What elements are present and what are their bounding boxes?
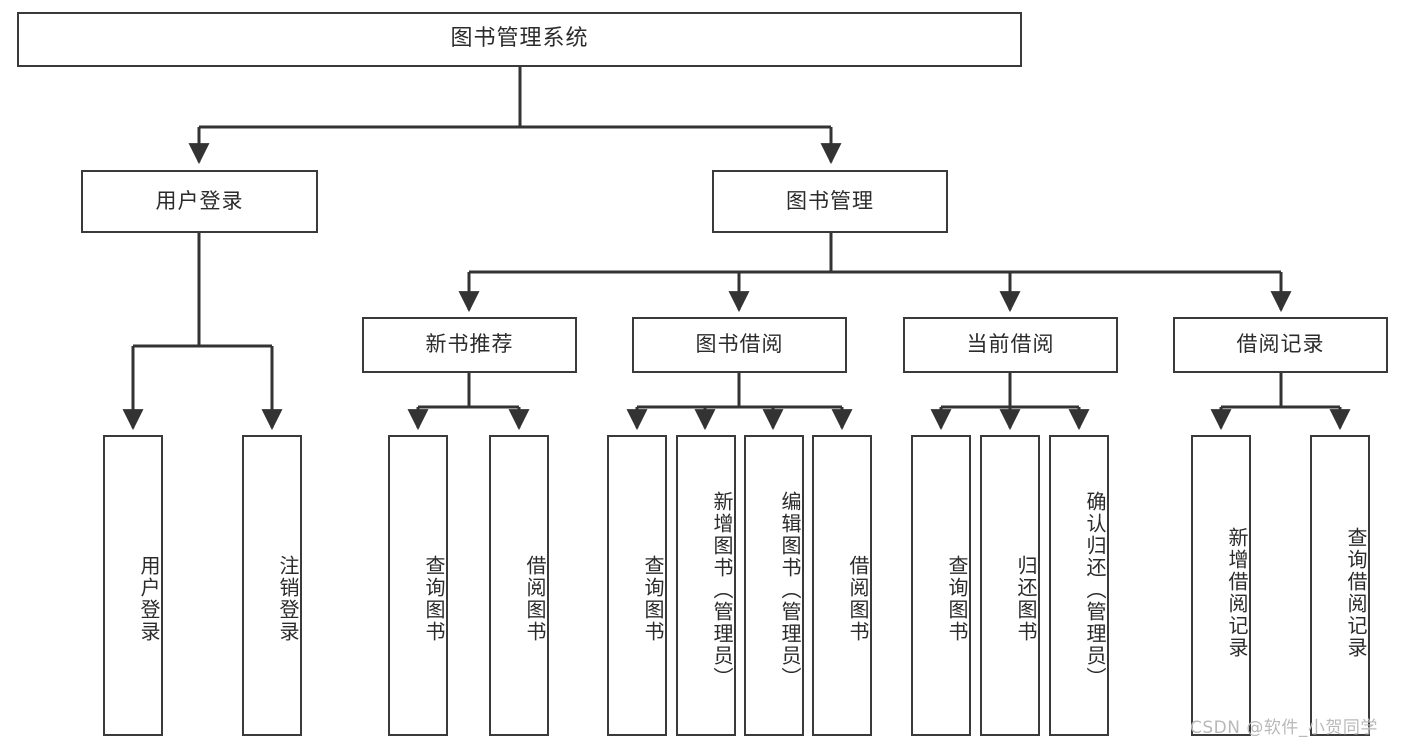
node-leaf-user-login[interactable]: 用户登录 [103, 435, 163, 736]
node-label: 借阅图书 [523, 554, 547, 643]
node-user-login[interactable]: 用户登录 [81, 170, 318, 233]
node-leaf-query-book-2[interactable]: 查询图书 [607, 435, 667, 736]
node-book-borrow[interactable]: 图书借阅 [632, 317, 847, 373]
node-leaf-edit-book[interactable]: 编辑图书（管理员） [744, 435, 804, 736]
node-label: 图书借阅 [695, 332, 784, 357]
node-root-book-management-system[interactable]: 图书管理系统 [17, 12, 1022, 67]
node-label: 当前借阅 [966, 332, 1055, 357]
node-label: 确认归还（管理员） [1083, 490, 1107, 689]
node-leaf-query-book-1[interactable]: 查询图书 [388, 435, 448, 736]
node-label: 图书管理 [786, 188, 874, 213]
node-leaf-add-book[interactable]: 新增图书（管理员） [676, 435, 736, 736]
node-label: 用户登录 [137, 554, 161, 643]
node-leaf-borrow-book-2[interactable]: 借阅图书 [812, 435, 872, 736]
node-leaf-query-record[interactable]: 查询借阅记录 [1310, 435, 1370, 736]
node-leaf-borrow-book-1[interactable]: 借阅图书 [489, 435, 549, 736]
node-label: 查询借阅记录 [1344, 526, 1368, 659]
node-label: 用户登录 [155, 188, 244, 213]
node-label: 归还图书 [1014, 554, 1038, 643]
node-label: 编辑图书（管理员） [778, 490, 802, 689]
node-label: 查询图书 [422, 554, 446, 643]
node-label: 查询图书 [641, 554, 665, 643]
node-label: 查询图书 [945, 554, 969, 643]
node-label: 注销登录 [276, 554, 300, 643]
node-leaf-confirm-return[interactable]: 确认归还（管理员） [1049, 435, 1109, 736]
node-current-borrow[interactable]: 当前借阅 [903, 317, 1118, 373]
node-leaf-logout-login[interactable]: 注销登录 [242, 435, 302, 736]
node-borrow-record[interactable]: 借阅记录 [1173, 317, 1388, 373]
node-book-manage[interactable]: 图书管理 [712, 170, 948, 233]
node-label: 新增借阅记录 [1225, 526, 1249, 659]
node-label: 图书管理系统 [450, 26, 589, 52]
node-new-book-recommend[interactable]: 新书推荐 [362, 317, 577, 373]
node-leaf-return-book[interactable]: 归还图书 [980, 435, 1040, 736]
node-label: 借阅记录 [1236, 332, 1325, 357]
node-label: 借阅图书 [846, 554, 870, 643]
node-label: 新书推荐 [425, 332, 514, 357]
node-leaf-add-record[interactable]: 新增借阅记录 [1191, 435, 1251, 736]
node-leaf-query-book-3[interactable]: 查询图书 [911, 435, 971, 736]
node-label: 新增图书（管理员） [710, 490, 734, 689]
